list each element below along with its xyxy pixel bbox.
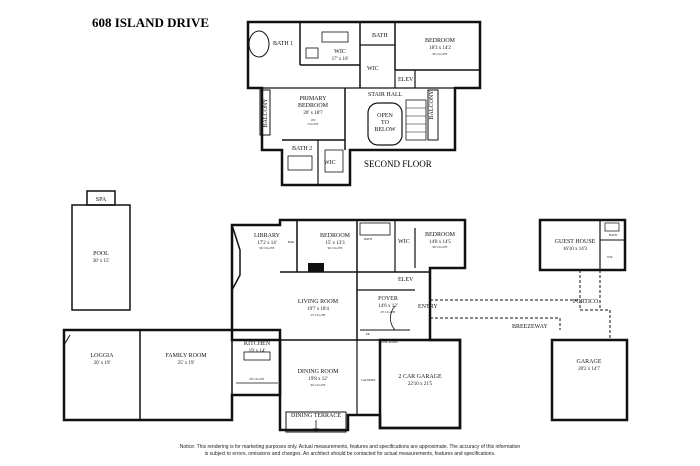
room-entry-label: ENTRY <box>418 304 438 310</box>
room-wic-primary-dims: 17' x 16' <box>332 57 349 62</box>
room-elev-upper-label: ELEV <box>398 77 414 83</box>
room-bedroom-east-label: BEDROOM <box>425 232 456 238</box>
room-bedroom-main-label: BEDROOM <box>320 233 351 239</box>
guest-house-label: GUEST HOUSE <box>555 239 596 245</box>
room-bedroom-east-ceiling: 9ft CLG HT <box>433 245 448 249</box>
room-primary-bedroom-dims: 20' x 18'7 <box>303 111 323 116</box>
room-family-dims: 25' x 19' <box>178 361 195 366</box>
balcony-left-label: BALCONY <box>263 98 269 128</box>
room-loggia-dims: 20' x 19' <box>94 361 111 366</box>
room-bath-guest-label: BATH <box>609 233 618 237</box>
room-library-dims: 17'2 x 14' <box>257 241 276 246</box>
room-garage-dims: 20'2 x 14'7 <box>578 367 600 372</box>
room-foyer-ceiling: 23' CLG HT <box>380 310 395 314</box>
guest-house-plan <box>538 218 627 272</box>
room-dining-label: DINING ROOM <box>298 369 339 375</box>
room-wine-label: WINE ROOM <box>380 340 398 344</box>
west-wing-plan <box>62 328 347 433</box>
disclaimer-line-2: is subject to errors, omissions and chan… <box>205 451 496 457</box>
room-wic-primary-label: WIC <box>334 49 346 55</box>
room-living-label: LIVING ROOM <box>298 299 339 305</box>
page-title: 608 ISLAND DRIVE <box>92 15 209 30</box>
room-bath-main-label: BATH <box>364 237 373 241</box>
ground-floor-plan <box>230 218 467 432</box>
second-floor-heading: SECOND FLOOR <box>364 159 432 169</box>
room-bedroom-upper-label: BEDROOM <box>425 38 456 44</box>
guest-house-dims: 16'10 x 14'3 <box>563 247 588 252</box>
dining-terrace-label: DINING TERRACE <box>291 413 341 419</box>
open-to-below-line-2: TO <box>381 120 390 126</box>
room-foyer-dims: 14'6 x 12' <box>378 304 397 309</box>
room-bedroom-upper-dims: 18'3 x 14'2 <box>429 46 451 51</box>
room-primary-bedroom-label: PRIMARY <box>299 96 327 102</box>
pool-area <box>71 190 131 311</box>
room-two-car-garage-dims: 22'10 x 21'5 <box>408 382 433 387</box>
second-floor-plan <box>246 20 482 187</box>
room-bedroom-east-dims: 14'8 x 14'5 <box>429 240 451 245</box>
pool-label: POOL <box>93 251 109 257</box>
room-loggia-label: LOGGIA <box>91 353 115 359</box>
room-living-ceiling: 23' CLG HT <box>310 313 325 317</box>
pool-dims: 30' x 15' <box>93 259 110 264</box>
room-wic-upper-label: WIC <box>367 66 379 72</box>
room-kitchen-label: KITCHEN <box>244 341 271 347</box>
room-kitchen-dims: 19' x 14' <box>249 349 266 354</box>
room-bedroom-upper-ceiling: 9ft CLG HT <box>433 52 448 56</box>
breezeway-plan <box>430 270 611 340</box>
two-car-garage-plan <box>378 338 462 430</box>
room-primary-bedroom-ceiling-2: CLG HT <box>308 122 319 126</box>
room-bedroom-main-ceiling: 9ft CLG HT <box>328 246 343 250</box>
room-wic-guest-label: WIC <box>607 255 613 259</box>
room-library-ceiling: 9ft CLG HT <box>260 246 275 250</box>
room-powder-label: PR <box>366 332 370 336</box>
open-to-below-line-3: BELOW <box>374 127 396 133</box>
open-to-below-line-1: OPEN <box>377 113 393 119</box>
room-laundry-label: LAUNDRY <box>361 378 376 382</box>
room-living-dims: 19'7 x 18'4 <box>307 307 329 312</box>
garage-plan <box>550 338 629 422</box>
disclaimer-line-1: Notice: This rendering is for marketing … <box>180 444 521 450</box>
room-stair-hall-label: STAIR HALL <box>368 92 403 98</box>
portico-label: PORTICO <box>573 299 599 305</box>
room-dining-ceiling: 9ft CLG HT <box>311 383 326 387</box>
room-two-car-garage-label: 2 CAR GARAGE <box>398 374 442 380</box>
ground-floor-labels: LIBRARY 17'2 x 14' 9ft CLG HT BAR BEDROO… <box>91 232 618 431</box>
room-library-label: LIBRARY <box>254 233 281 239</box>
room-bedroom-main-dims: 15' x 13'3 <box>325 241 345 246</box>
room-dining-dims: 19'8 x 12' <box>308 377 327 382</box>
second-floor-labels: BATH 1 WIC 17' x 16' BATH BEDROOM 18'3 x… <box>263 33 456 169</box>
room-wic-main-label: WIC <box>398 239 410 245</box>
room-wic-bath2-label: WIC <box>324 160 336 166</box>
room-foyer-label: FOYER <box>378 296 398 302</box>
room-bath-top-label: BATH <box>372 33 388 39</box>
room-bath-2-label: BATH 2 <box>292 146 312 152</box>
room-bar-label: BAR <box>288 240 294 244</box>
spa-label: SPA <box>96 197 107 203</box>
room-bath-1-label: BATH 1 <box>273 41 293 47</box>
balcony-right-label: BALCONY <box>429 90 435 120</box>
room-primary-bedroom-label-2: BEDROOM <box>298 103 329 109</box>
room-family-label: FAMILY ROOM <box>165 353 207 359</box>
room-garage-label: GARAGE <box>577 359 602 365</box>
room-elev-main-label: ELEV <box>398 277 414 283</box>
room-primary-bedroom-ceiling-1: 10'2 <box>310 118 316 122</box>
room-kitchen-ceiling: 9ft CLG HT <box>250 377 265 381</box>
breezeway-label: BREEZEWAY <box>512 324 548 330</box>
fountain-label: FTN <box>313 427 320 431</box>
